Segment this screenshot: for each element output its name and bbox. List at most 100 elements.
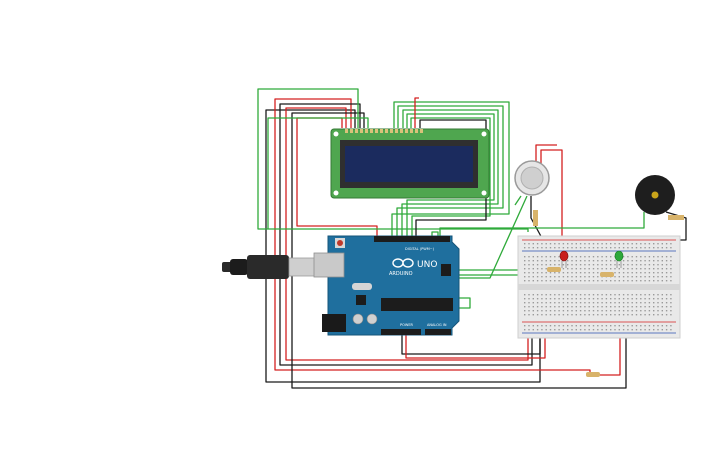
led-green[interactable] [614, 250, 624, 268]
breadboard-hole [670, 325, 672, 327]
wire-lcd-black-3[interactable] [291, 112, 627, 389]
breadboard-hole [605, 268, 608, 270]
lcd-16x2 [330, 128, 490, 199]
breadboard-hole [579, 302, 582, 304]
breadboard-hole [610, 264, 612, 266]
breadboard-hole [661, 329, 663, 331]
breadboard-hole [670, 247, 672, 249]
wire-lcd-red-3[interactable] [296, 117, 378, 236]
wire-buzzer-green[interactable] [439, 212, 645, 236]
icsp-header [441, 264, 451, 276]
breadboard-hole [584, 272, 586, 274]
breadboard-hole [622, 298, 625, 300]
breadboard-hole [554, 276, 556, 278]
wire-lcd-green-left[interactable] [257, 88, 529, 232]
breadboard-hole [528, 276, 530, 278]
breadboard-hole [541, 260, 543, 262]
breadboard-hole [524, 329, 526, 331]
wire-lcd-green-r2[interactable] [396, 105, 504, 236]
breadboard-hole [545, 264, 547, 266]
resistor-green-led[interactable] [600, 272, 614, 277]
breadboard-hole [571, 302, 573, 304]
breadboard-hole [545, 314, 547, 316]
breadboard-hole [541, 280, 543, 282]
wire-lcd-green-r3[interactable] [401, 109, 499, 236]
breadboard-hole [614, 306, 616, 308]
breadboard-hole [648, 272, 651, 274]
digital-header [374, 236, 450, 242]
breadboard-hole [644, 294, 646, 296]
wire-lcd-green-left-2[interactable] [267, 117, 369, 229]
breadboard-hole [528, 329, 530, 331]
breadboard-hole [541, 298, 543, 300]
breadboard-hole [610, 268, 612, 270]
breadboard-hole [618, 272, 620, 274]
breadboard-hole [605, 247, 608, 249]
breadboard-hole [631, 302, 633, 304]
breadboard-hole [640, 325, 642, 327]
breadboard-hole [588, 310, 590, 312]
breadboard-hole [597, 280, 599, 282]
breadboard-hole [554, 247, 556, 249]
breadboard-hole [640, 264, 642, 266]
breadboard-hole [571, 268, 573, 270]
breadboard-hole [614, 260, 616, 262]
breadboard-hole [670, 268, 672, 270]
breadboard-hole [653, 280, 655, 282]
gas-sensor[interactable] [514, 160, 550, 226]
breadboard-hole [588, 325, 590, 327]
wire-lcd-green-r1[interactable] [391, 101, 510, 236]
wire-lcd-red-r[interactable] [414, 97, 419, 128]
breadboard-hole [635, 276, 638, 278]
breadboard-hole [584, 306, 586, 308]
breadboard-hole [588, 260, 590, 262]
breadboard-hole [657, 256, 659, 258]
breadboard-hole [610, 260, 612, 262]
breadboard-hole [657, 302, 659, 304]
wire-lcd-green-r4[interactable] [406, 113, 495, 236]
breadboard-hole [657, 280, 659, 282]
breadboard-hole [644, 314, 646, 316]
breadboard-hole [536, 314, 539, 316]
breadboard-hole [528, 310, 530, 312]
wire-sensor-green[interactable] [514, 195, 522, 206]
breadboard-hole [635, 243, 638, 245]
led-red[interactable] [559, 250, 569, 268]
breadboard-hole [588, 272, 590, 274]
arduino-uno[interactable]: ARDUINO UNO DIGITAL (PWM~) POWER ANALOG … [313, 235, 460, 336]
wire-bb-black-bottom[interactable] [401, 332, 541, 355]
breadboard-hole [601, 260, 603, 262]
breadboard-hole [648, 264, 651, 266]
breadboard-hole [618, 325, 620, 327]
wire-lcd-red-outer[interactable] [274, 98, 621, 376]
breadboard-hole [558, 243, 560, 245]
buzzer[interactable] [635, 175, 684, 220]
breadboard-hole [614, 280, 616, 282]
breadboard-hole [567, 268, 569, 270]
breadboard-hole [536, 310, 539, 312]
breadboard-hole [661, 294, 663, 296]
breadboard-hole [579, 298, 582, 300]
breadboard-hole [657, 243, 659, 245]
breadboard-hole [532, 329, 534, 331]
breadboard-hole [567, 276, 569, 278]
wire-bb-red-bottom[interactable] [405, 332, 546, 359]
resistor-bottom[interactable] [586, 372, 600, 377]
breadboard-hole [644, 302, 646, 304]
usb-cable[interactable] [222, 255, 316, 279]
usb-port [313, 252, 345, 278]
breadboard-hole [635, 268, 638, 270]
breadboard-hole [631, 294, 633, 296]
breadboard-hole [554, 294, 556, 296]
breadboard-hole [614, 294, 616, 296]
breadboard-hole [622, 325, 625, 327]
breadboard-hole [532, 276, 534, 278]
breadboard-hole [584, 256, 586, 258]
breadboard-hole [571, 243, 573, 245]
breadboard-hole [648, 325, 651, 327]
breadboard-hole [653, 260, 655, 262]
resistor-red-led[interactable] [547, 267, 561, 272]
breadboard-hole [592, 314, 595, 316]
wire-lcd-green-r5[interactable] [410, 117, 491, 236]
